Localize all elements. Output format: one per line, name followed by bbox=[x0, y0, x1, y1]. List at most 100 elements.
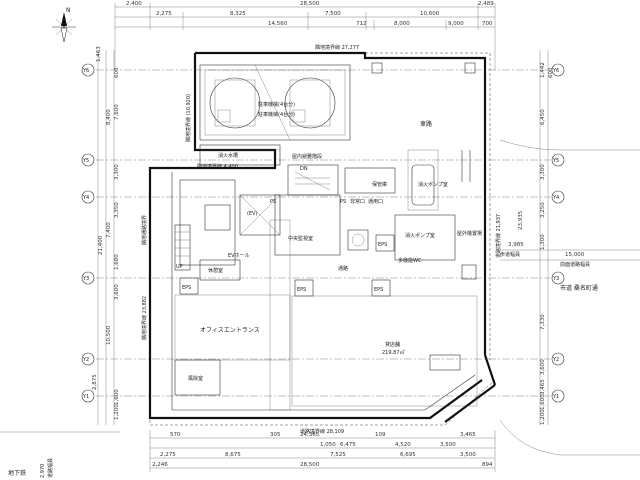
grid-label-right-y3: Y3 bbox=[552, 276, 559, 282]
dim-right-12: 3,985 bbox=[508, 242, 524, 248]
dim-left-2: 7,600 bbox=[114, 104, 120, 120]
dim-left-9: 3,600 bbox=[114, 284, 120, 300]
eps-b-label: EPS bbox=[297, 287, 306, 293]
ps-a-label: PS bbox=[270, 199, 276, 205]
grid-label-left-y5: Y5 bbox=[82, 158, 89, 164]
grid-bubbles-left: Y6 Y5 Y4 Y3 Y2 Y1 bbox=[81, 63, 95, 403]
corridor-label: 通路 bbox=[338, 265, 348, 272]
dim-right-6: 7,330 bbox=[540, 314, 546, 330]
boundary-top-label: 隣地境界線 27,277 bbox=[315, 44, 359, 51]
dim-bottom-15: 305 bbox=[270, 432, 281, 438]
dim-bottom-9: 6,695 bbox=[400, 452, 416, 458]
grid-label-right-y2: Y2 bbox=[552, 357, 559, 363]
grid-label-right-y4: Y4 bbox=[552, 195, 559, 201]
dim-bottom-7: 8,675 bbox=[225, 452, 241, 458]
city-road-label: 市道 桑名町通 bbox=[560, 284, 598, 292]
grid-bubbles-right: Y6 Y5 Y4 Y3 Y2 Y1 bbox=[551, 63, 565, 403]
dim-right-5: 1,300 bbox=[540, 234, 546, 250]
entry-label: 通用口 bbox=[368, 198, 383, 205]
dim-right-3: 3,300 bbox=[540, 164, 546, 180]
dim-bottom-13: 894 bbox=[482, 462, 493, 468]
dim-right-4: 3,250 bbox=[540, 202, 546, 218]
dim-top-6: 10,600 bbox=[420, 11, 440, 17]
eps-d-label: EPS bbox=[378, 242, 387, 248]
dim-left-1: 600 bbox=[114, 67, 120, 78]
dim-right-8: 3,465 bbox=[540, 379, 546, 395]
dim-top-8: 712 bbox=[356, 21, 367, 27]
central-monitor-label: 中央監視室 bbox=[288, 235, 313, 242]
dim-left-8: 1,680 bbox=[114, 254, 120, 270]
dim-left-10: 10,500 bbox=[106, 325, 112, 345]
dim-left-6: 7,400 bbox=[106, 222, 112, 238]
left-dimensions: 1,463 600 7,600 8,400 3,300 3,350 7,400 … bbox=[92, 46, 120, 425]
dn-label: DN bbox=[300, 166, 308, 172]
dim-top-3: 2,275 bbox=[156, 11, 172, 17]
shaft-labels: EPS EPS EPS EPS PS PS bbox=[179, 199, 395, 297]
dim-bottom-11: 2,246 bbox=[152, 462, 168, 468]
dim-top-11: 700 bbox=[482, 21, 493, 27]
dim-left-0: 1,463 bbox=[96, 46, 102, 62]
dim-left-11: 1,600 bbox=[114, 389, 120, 405]
boundary-top-inner-label: 隣地境界線 (10,920) bbox=[185, 94, 192, 142]
dim-left-7: 21,400 bbox=[98, 235, 104, 255]
core-area: 保管庫 消火ポンプ室 (EV) 中央監視室 非常口 通用口 消火ポンプ室 屋外機… bbox=[174, 164, 482, 281]
dim-right-2: 6,450 bbox=[540, 109, 546, 125]
north-label: N bbox=[66, 7, 71, 14]
dim-bottom-2: 1,050 bbox=[320, 442, 336, 448]
break-room-label: 休憩室 bbox=[208, 267, 223, 274]
storage-label: 保管庫 bbox=[372, 181, 387, 188]
dim-right-9: 1,600 bbox=[540, 394, 546, 410]
dim-bottom-3: 6,475 bbox=[340, 442, 356, 448]
dim-left-12: 1,200 bbox=[114, 404, 120, 420]
road-name-label: 前面道路幅員 bbox=[560, 261, 590, 268]
dim-right-11: 23,935 bbox=[518, 210, 524, 230]
boundary-left-upper-label: 隣地通路境界 bbox=[141, 215, 148, 245]
boundary-left-label: 隣地境界線 23,882 bbox=[141, 296, 148, 340]
dim-left-13: 2,875 bbox=[92, 374, 98, 390]
up-label: UP bbox=[176, 264, 183, 270]
mechanical-parking: 駐車機械(4台分) 駐車機械(4台分) bbox=[199, 64, 351, 141]
grid-lines bbox=[96, 69, 550, 397]
dim-bottom-5: 3,500 bbox=[440, 442, 456, 448]
dim-right-0: 1,442 bbox=[540, 62, 546, 78]
road-width-left-value: 2,970 bbox=[40, 464, 46, 478]
dim-top-9: 8,000 bbox=[394, 21, 410, 27]
dim-top-4: 8,325 bbox=[230, 11, 246, 17]
dim-bottom-8: 7,525 bbox=[330, 452, 346, 458]
outdoor-equip-label: 屋外機置場 bbox=[457, 230, 482, 237]
shop: 貸店舗 219.87㎡ bbox=[291, 264, 478, 407]
sidewalk-label: 歩道幅員 bbox=[500, 251, 520, 258]
parking-label: 車路 bbox=[420, 120, 432, 128]
dim-top-1: 28,500 bbox=[300, 1, 320, 7]
top-dimensions: 2,400 28,500 2,489 2,275 8,325 7,500 10,… bbox=[114, 1, 496, 70]
dim-bottom-0: 24,365 bbox=[300, 432, 320, 438]
fire-tank-label: 消火水槽 bbox=[218, 152, 238, 159]
fire-tank-zone: 消火水槽 屋内避難階段 bbox=[199, 144, 322, 166]
mech-parking-a-label: 駐車機械(4台分) bbox=[258, 101, 295, 108]
dim-bottom-14: 570 bbox=[170, 432, 181, 438]
shop-label: 貸店舗 bbox=[385, 341, 400, 348]
bottom-dimensions: 24,365 3,465 1,050 6,475 4,520 3,500 2,2… bbox=[149, 430, 496, 472]
dim-bottom-6: 2,275 bbox=[160, 452, 176, 458]
north-arrow-icon: N bbox=[52, 7, 76, 43]
dim-bottom-1: 3,465 bbox=[460, 432, 476, 438]
dim-top-10: 9,000 bbox=[448, 21, 464, 27]
boundary-ramp-label: 隣地境界線 4,400 bbox=[197, 163, 238, 170]
grid-label-left-y4: Y4 bbox=[82, 195, 89, 201]
ev-hall-label: EVホール bbox=[228, 253, 250, 259]
dim-bottom-10: 3,500 bbox=[460, 452, 476, 458]
office-entrance: オフィスエントランス 風除室 bbox=[174, 219, 291, 411]
dim-top-5: 7,500 bbox=[325, 11, 341, 17]
eps-a-label: EPS bbox=[182, 285, 191, 291]
road-width-label: 15,000 bbox=[565, 252, 585, 258]
dim-top-7: 14,560 bbox=[268, 21, 288, 27]
boundary-right-label: 道路境界線 21,937 bbox=[495, 214, 502, 258]
dim-right-1: 600 bbox=[548, 67, 554, 78]
multi-toilet-label: 多機能WC bbox=[398, 257, 422, 264]
dim-left-3: 8,400 bbox=[106, 109, 112, 125]
dim-right-10: 1,200 bbox=[540, 409, 546, 425]
grid-label-left-y3: Y3 bbox=[82, 276, 89, 282]
grid-label-left-y6: Y6 bbox=[82, 68, 89, 74]
dim-left-5: 3,350 bbox=[114, 202, 120, 218]
